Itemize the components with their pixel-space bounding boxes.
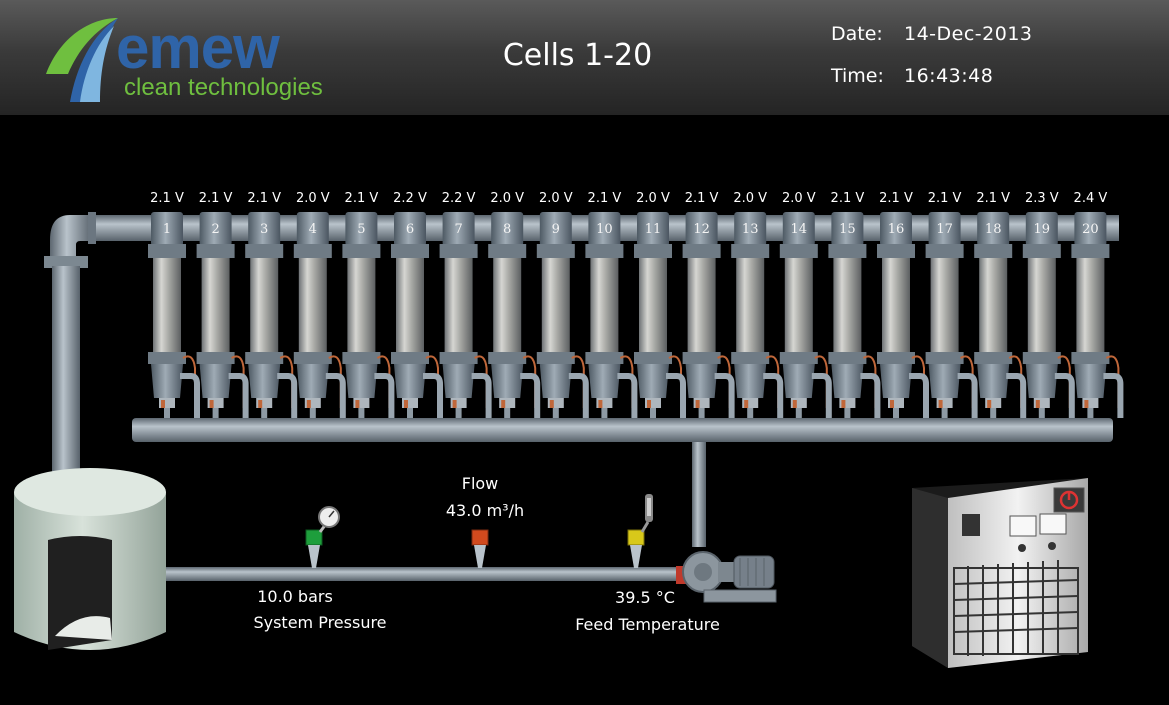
cell-voltage: 2.1 V bbox=[150, 191, 184, 206]
cell-19[interactable]: 2.3 V 19 bbox=[1022, 191, 1075, 418]
cell-5[interactable]: 2.1 V 5 bbox=[342, 191, 395, 418]
cell-number: 11 bbox=[645, 222, 662, 237]
cell-14[interactable]: 2.0 V 14 bbox=[779, 191, 832, 418]
pressure-gauge-icon bbox=[318, 506, 340, 528]
manifold-drop-pipe bbox=[692, 442, 706, 547]
cell-15[interactable]: 2.1 V 15 bbox=[828, 191, 881, 418]
cell-number: 16 bbox=[888, 222, 905, 237]
cell-4[interactable]: 2.0 V 4 bbox=[293, 191, 346, 418]
cell-20[interactable]: 2.4 V 20 bbox=[1071, 191, 1124, 418]
power-button-icon[interactable] bbox=[1053, 487, 1085, 513]
cell-voltage: 2.1 V bbox=[976, 191, 1010, 206]
date-value: 14-Dec-2013 bbox=[904, 23, 1033, 45]
pressure-value: 10.0 bars bbox=[257, 587, 333, 606]
cell-voltage: 2.1 V bbox=[247, 191, 281, 206]
cell-voltage: 2.1 V bbox=[345, 191, 379, 206]
feed-pipe bbox=[166, 567, 678, 581]
cell-18[interactable]: 2.1 V 18 bbox=[974, 191, 1027, 418]
cell-number: 6 bbox=[406, 222, 414, 237]
logo-tagline: clean technologies bbox=[124, 74, 323, 101]
logo-swoosh-icon bbox=[46, 18, 118, 102]
cell-voltage: 2.0 V bbox=[782, 191, 816, 206]
thermometer-icon bbox=[645, 494, 653, 522]
cell-voltage: 2.1 V bbox=[928, 191, 962, 206]
cell-voltage: 2.2 V bbox=[442, 191, 476, 206]
cell-voltage: 2.1 V bbox=[831, 191, 865, 206]
date-label: Date: bbox=[831, 23, 883, 45]
temperature-label: Feed Temperature bbox=[575, 615, 720, 634]
cell-3[interactable]: 2.1 V 3 bbox=[245, 191, 298, 418]
page-title: Cells 1-20 bbox=[502, 38, 653, 73]
header-bar: emew clean technologies Cells 1-20 Date:… bbox=[0, 0, 1169, 115]
tank-icon bbox=[14, 468, 166, 650]
cell-number: 20 bbox=[1082, 222, 1099, 237]
cell-voltage: 2.4 V bbox=[1074, 191, 1108, 206]
cell-number: 4 bbox=[309, 222, 317, 237]
temperature-value: 39.5 °C bbox=[615, 588, 675, 607]
cell-voltage: 2.2 V bbox=[393, 191, 427, 206]
cell-number: 10 bbox=[596, 222, 613, 237]
bottom-manifold-pipe bbox=[132, 418, 1113, 442]
cell-6[interactable]: 2.2 V 6 bbox=[391, 191, 443, 418]
cell-number: 3 bbox=[260, 222, 268, 237]
cell-number: 2 bbox=[211, 222, 219, 237]
time-value: 16:43:48 bbox=[904, 65, 994, 87]
cell-10[interactable]: 2.1 V 10 bbox=[585, 191, 638, 418]
cell-17[interactable]: 2.1 V 17 bbox=[925, 191, 978, 418]
rectifier-icon bbox=[912, 478, 1088, 668]
cell-voltage: 2.0 V bbox=[636, 191, 670, 206]
cell-voltage: 2.0 V bbox=[733, 191, 767, 206]
cell-number: 9 bbox=[552, 222, 560, 237]
time-label: Time: bbox=[831, 65, 884, 87]
cell-12[interactable]: 2.1 V 12 bbox=[682, 191, 735, 418]
cell-voltage: 2.1 V bbox=[685, 191, 719, 206]
cell-number: 14 bbox=[791, 222, 808, 237]
cell-voltage: 2.0 V bbox=[490, 191, 524, 206]
return-pipe bbox=[52, 266, 80, 476]
cell-2[interactable]: 2.1 V 2 bbox=[196, 191, 249, 418]
flow-transmitter bbox=[471, 529, 489, 568]
pressure-label: System Pressure bbox=[253, 613, 387, 632]
cell-voltage: 2.0 V bbox=[539, 191, 573, 206]
cells-array: 2.1 V12.1 V22.1 V32.0 V42.1 V52.2 V62.2 … bbox=[148, 191, 1124, 418]
pressure-transmitter bbox=[305, 523, 328, 568]
flow-value: 43.0 m³/h bbox=[445, 501, 525, 520]
cell-number: 18 bbox=[985, 222, 1002, 237]
flow-title: Flow bbox=[461, 474, 499, 493]
cell-voltage: 2.1 V bbox=[199, 191, 233, 206]
cell-number: 7 bbox=[454, 222, 462, 237]
cell-number: 12 bbox=[693, 222, 710, 237]
cell-11[interactable]: 2.0 V 11 bbox=[634, 191, 686, 418]
cell-8[interactable]: 2.0 V 8 bbox=[488, 191, 541, 418]
cell-9[interactable]: 2.0 V 9 bbox=[536, 191, 589, 418]
cell-number: 1 bbox=[163, 222, 171, 237]
cell-number: 5 bbox=[357, 222, 365, 237]
cell-7[interactable]: 2.2 V 7 bbox=[439, 191, 492, 418]
pipe-flange bbox=[44, 256, 88, 268]
cell-voltage: 2.0 V bbox=[296, 191, 330, 206]
cell-voltage: 2.1 V bbox=[588, 191, 622, 206]
cell-number: 15 bbox=[839, 222, 856, 237]
cell-number: 19 bbox=[1034, 222, 1051, 237]
cell-number: 17 bbox=[936, 222, 953, 237]
cell-voltage: 2.1 V bbox=[879, 191, 913, 206]
cell-1[interactable]: 2.1 V 1 bbox=[148, 191, 200, 418]
cell-13[interactable]: 2.0 V 13 bbox=[731, 191, 784, 418]
cell-number: 13 bbox=[742, 222, 759, 237]
logo-wordmark: emew bbox=[116, 14, 280, 81]
temperature-transmitter bbox=[627, 521, 650, 568]
company-logo: emew clean technologies bbox=[40, 12, 340, 107]
cell-number: 8 bbox=[503, 222, 511, 237]
cell-16[interactable]: 2.1 V 16 bbox=[877, 191, 929, 418]
cell-voltage: 2.3 V bbox=[1025, 191, 1059, 206]
pipe-elbow bbox=[50, 215, 92, 262]
pump-icon bbox=[676, 551, 777, 603]
